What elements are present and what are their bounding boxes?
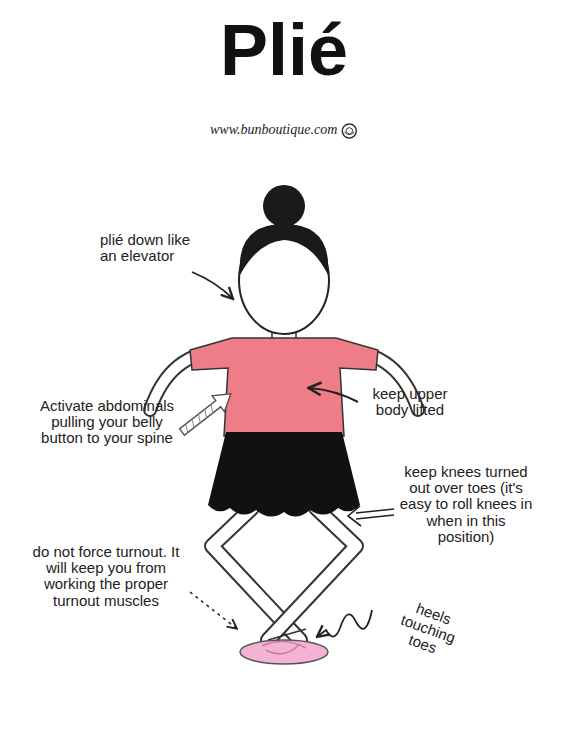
squiggle-arrow [318,610,372,637]
hair [240,224,329,275]
ankle-line [268,629,306,640]
leader-arrow [192,272,232,298]
annotation: keep upper body lifted [360,386,460,418]
annotation: Activate abdominals pulling your belly b… [38,398,176,447]
annotation: heels touching toes [386,594,470,664]
title: Plié [0,12,568,90]
skirt [208,432,360,517]
annotation: keep knees turned out over toes (it's ea… [398,464,534,545]
shoe-ribbons [262,641,306,653]
hollow-arrow [176,386,237,440]
hair-bun [263,185,305,227]
leader-arrow [310,388,358,402]
annotation: plié down like an elevator [100,232,192,264]
rose-icon [342,124,356,138]
ballet-shoes [240,640,328,664]
annotation: do not force turnout. It will keep you f… [26,544,186,609]
legs [212,508,356,640]
leotard [190,338,378,436]
dashed-arrow [190,592,236,628]
double-line-arrow [348,506,394,526]
website-url: www.bunboutique.com [210,122,337,137]
